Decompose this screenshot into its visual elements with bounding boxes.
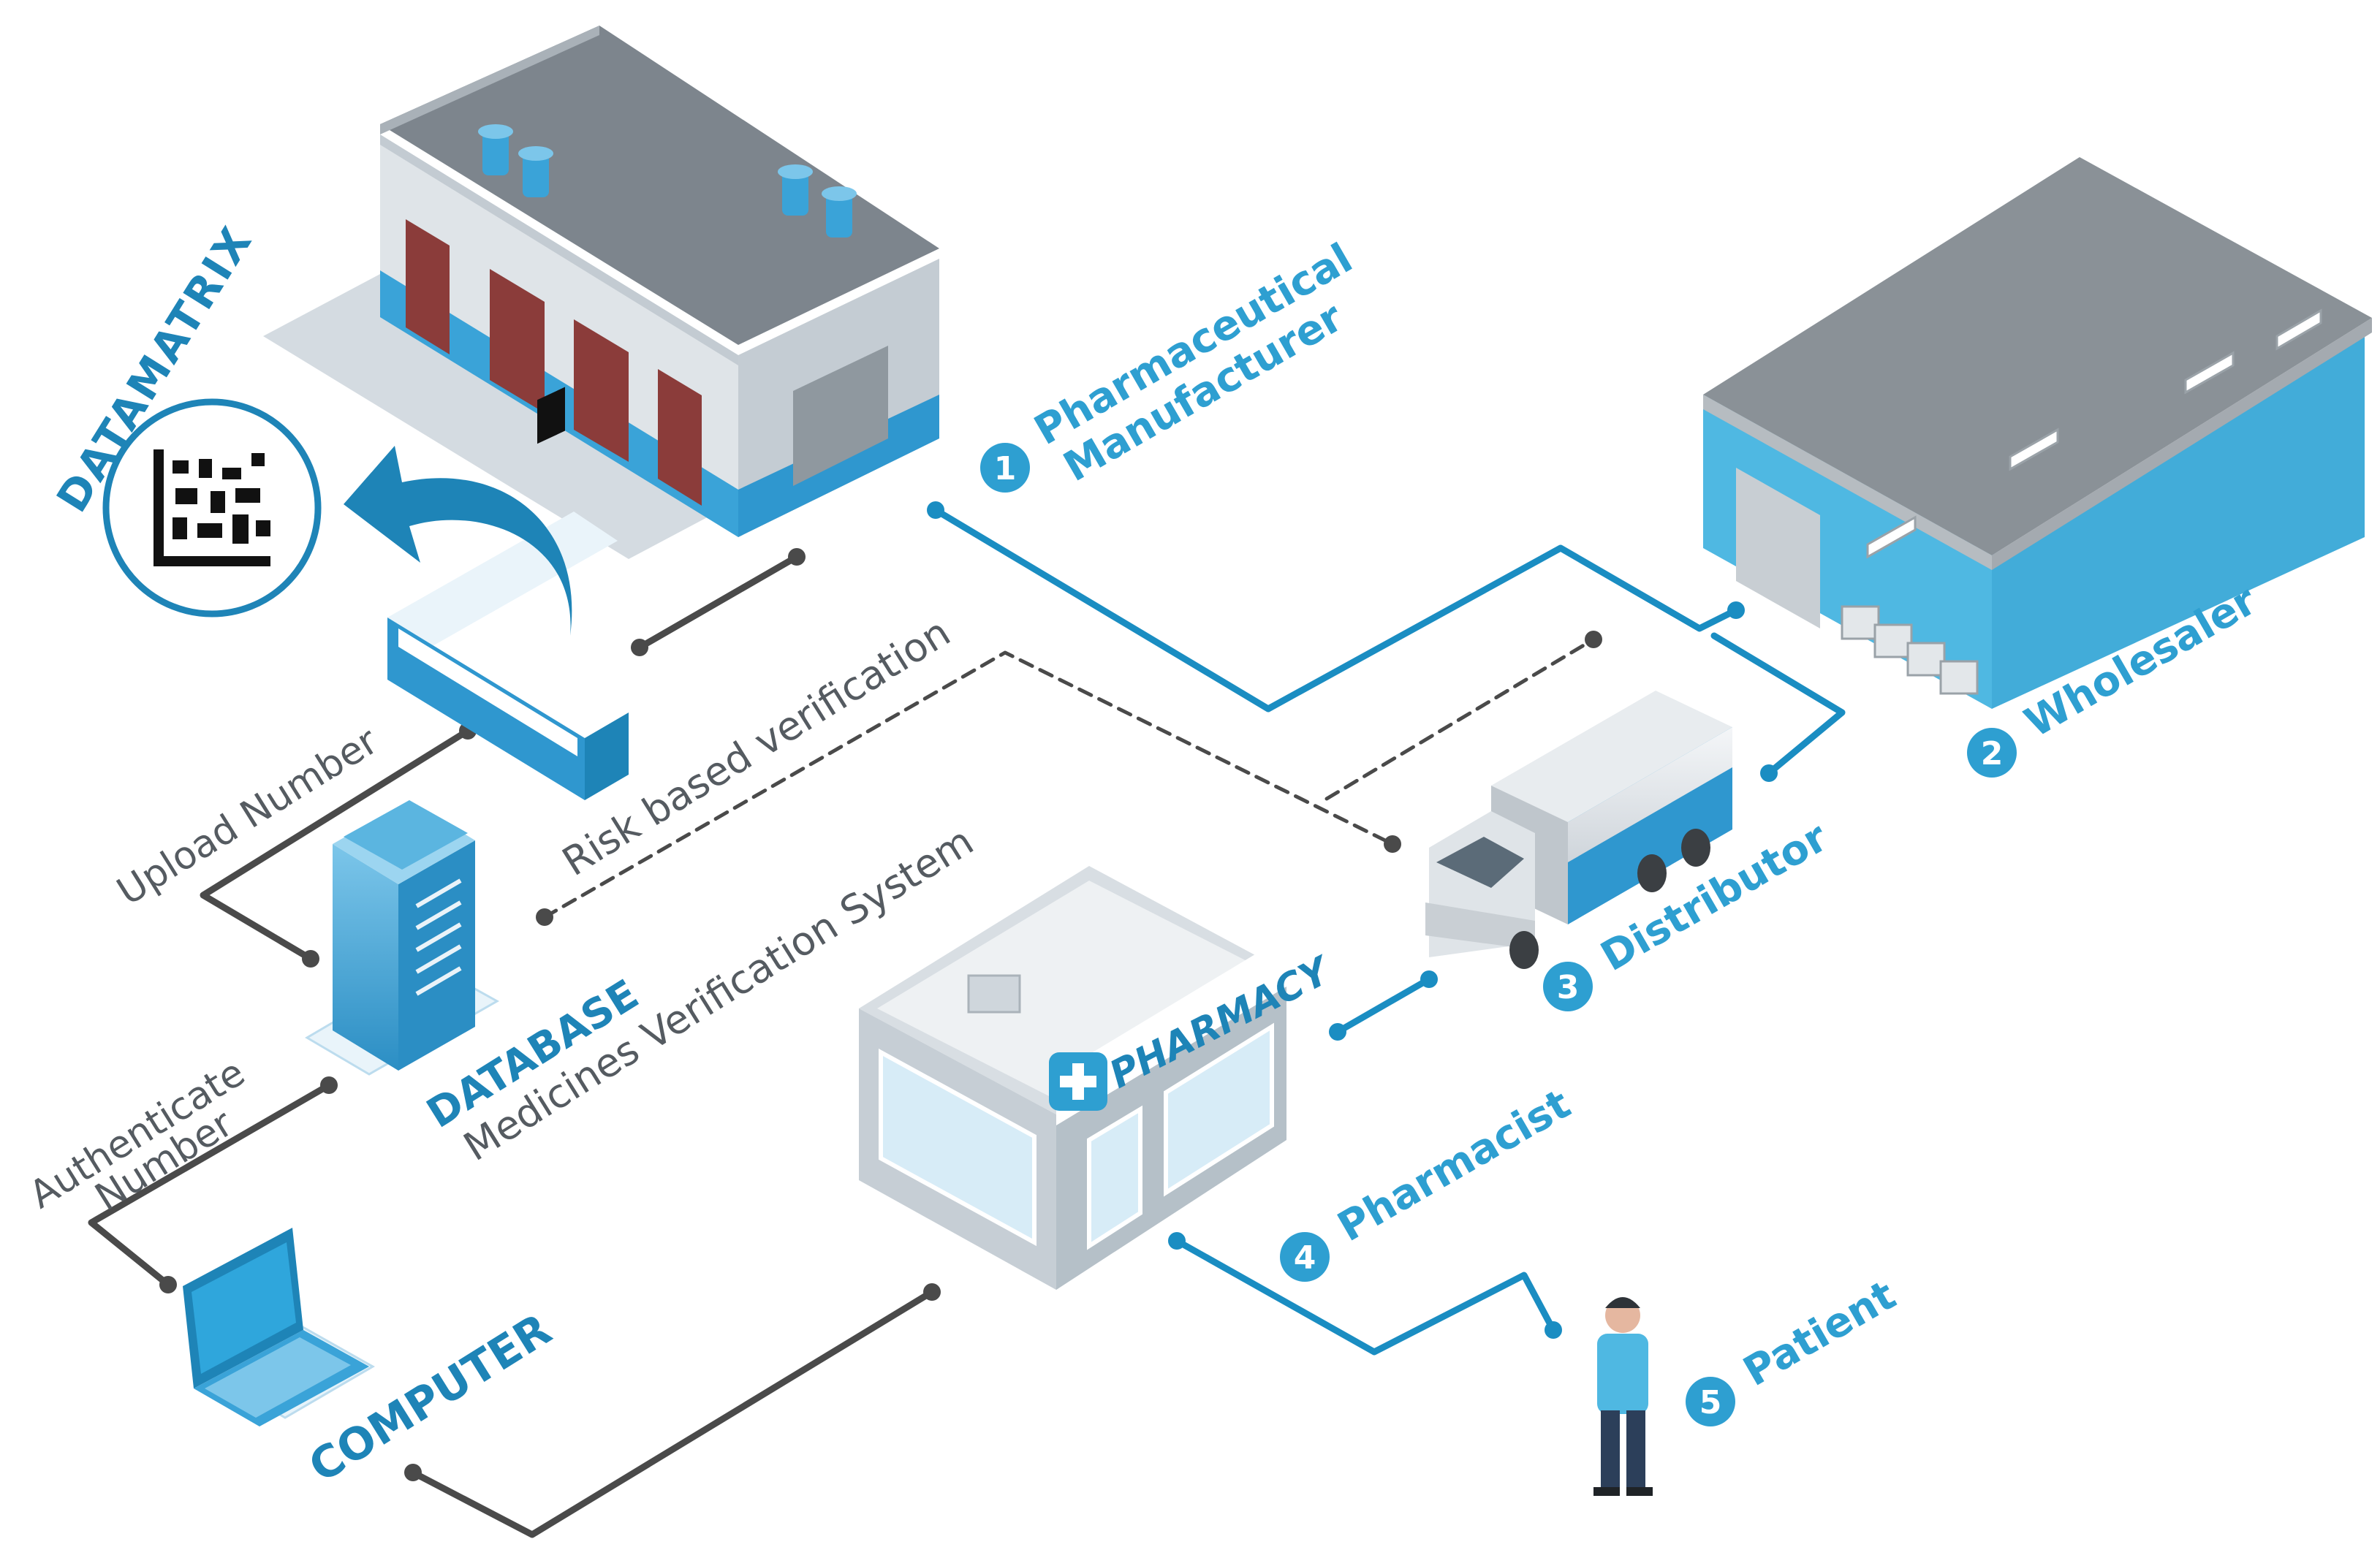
- database-server: [305, 800, 500, 1076]
- factory-shadow: [263, 274, 746, 559]
- factory-building: [263, 26, 939, 559]
- truck-cargo-top: [1491, 691, 1732, 822]
- factory-roof: [380, 26, 939, 345]
- stage-4-label: Pharmacist: [1330, 1080, 1579, 1251]
- dot: [1727, 601, 1745, 619]
- stage-3-number: 3: [1557, 969, 1580, 1006]
- connectors: [88, 506, 1846, 1538]
- pharmacy-building: PHARMACY: [859, 866, 1340, 1290]
- pharmacy-sign-band: [1056, 935, 1286, 1125]
- connector-distributor-pharmacy: [1334, 976, 1433, 1036]
- dot: [302, 950, 319, 968]
- connector-manufacturer-carton: [636, 553, 800, 651]
- stage-5-number: 5: [1699, 1384, 1722, 1421]
- patient-figure: [1593, 1297, 1653, 1496]
- truck-wheels: [1509, 829, 1710, 969]
- stage-1-number: 1: [994, 450, 1017, 487]
- pharmacy-rooftop-unit: [967, 974, 1021, 1014]
- connector-pharmacy-patient: [1173, 1237, 1557, 1356]
- medicine-carton: [344, 387, 629, 800]
- datamatrix-badge: DATAMATRIX: [47, 217, 322, 618]
- dot: [159, 1276, 177, 1293]
- stage-4-number: 4: [1294, 1239, 1316, 1277]
- warehouse-door: [1736, 468, 1820, 628]
- stage-4-badge: [1280, 1232, 1330, 1282]
- dot: [1384, 835, 1401, 853]
- stage-badges: 1 2 3 4 5: [980, 443, 2017, 1426]
- dot: [1760, 764, 1778, 782]
- connector-distributor-dashed: [1324, 637, 1596, 801]
- stage-5-label: Patient: [1736, 1272, 1904, 1396]
- laptop-computer: [183, 1228, 376, 1426]
- truck: [1425, 691, 1732, 969]
- factory-garage-door: [793, 346, 888, 486]
- warehouse-front-wall: [1703, 395, 1992, 709]
- dot: [1420, 970, 1438, 988]
- dot: [1168, 1232, 1186, 1250]
- computer-label: COMPUTER: [300, 1304, 561, 1492]
- dot: [404, 1464, 422, 1481]
- connector-risk-verification: [542, 650, 1395, 919]
- warehouse-roof: [1703, 157, 2372, 555]
- warehouse-windows: [1866, 308, 2322, 559]
- truck-windshield: [1436, 837, 1524, 888]
- datamatrix-code: [154, 449, 270, 566]
- dot: [536, 908, 553, 926]
- dot: [1585, 631, 1602, 648]
- dot: [923, 1283, 941, 1301]
- carton-side: [585, 712, 629, 800]
- connector-computer-pharmacy: [409, 1288, 936, 1538]
- warehouse-side-wall: [1992, 332, 2365, 709]
- ac-units: [1841, 605, 1979, 695]
- roof-vents: [478, 124, 857, 238]
- dot: [320, 1076, 338, 1094]
- connector-manufacturer-wholesaler: [932, 506, 1740, 712]
- stage-3-badge: [1543, 962, 1593, 1011]
- dot: [788, 548, 806, 566]
- pharmacy-windows: [879, 1022, 1274, 1250]
- server-side: [398, 840, 475, 1071]
- upload-arrow-icon: [344, 446, 572, 636]
- connector-wholesaler-distributor: [1710, 632, 1846, 777]
- warehouse-building: [1703, 157, 2372, 709]
- pharmacy-cross-sign: [1049, 1052, 1107, 1111]
- connector-authenticate: [88, 1082, 333, 1288]
- connector-upload-number: [200, 727, 471, 962]
- dot: [631, 639, 648, 656]
- dot: [1329, 1023, 1346, 1041]
- server-front: [333, 844, 398, 1071]
- stage-5-badge: [1686, 1377, 1735, 1426]
- dot: [927, 501, 944, 519]
- connector-dots: [159, 501, 1778, 1481]
- dot: [1545, 1321, 1562, 1339]
- stage-2-number: 2: [1981, 735, 2004, 772]
- stage-2-badge: [1967, 728, 2017, 778]
- stage-1-badge: [980, 443, 1030, 493]
